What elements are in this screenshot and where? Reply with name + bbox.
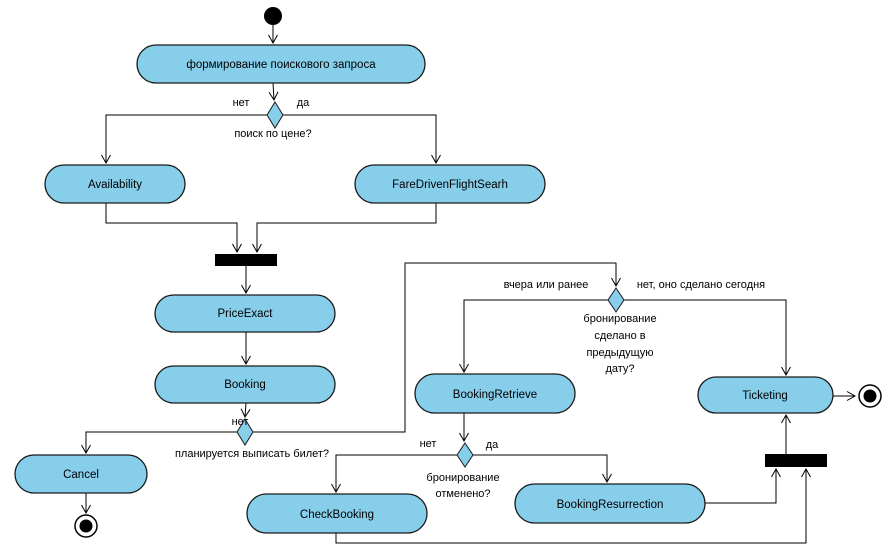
final-node-cancel-dot [79, 519, 93, 533]
decision-booking-prev-date-question-line4: дату? [605, 363, 634, 375]
activity-ticketing-label: Ticketing [742, 390, 788, 402]
fork-join-bar-2[interactable] [765, 454, 827, 467]
decision-booking-prev-date[interactable] [607, 287, 625, 313]
decision-price-search-yes-label: да [297, 97, 310, 109]
activity-availability-label: Availability [88, 179, 142, 191]
fork-join-bar-1[interactable] [215, 254, 277, 266]
edge-booking-resurrection-to-join-bar-2 [705, 467, 781, 504]
activity-availability[interactable] [44, 164, 186, 204]
activity-booking[interactable] [154, 365, 336, 404]
decision-booking-cancelled[interactable] [456, 442, 474, 468]
edge-availability-to-join-bar-1 [105, 203, 242, 254]
decision-ticket-planned-no-label: нет [232, 416, 249, 428]
decision-ticket-planned[interactable] [236, 418, 254, 446]
edge-price-decision-yes-to-fare-driven [283, 114, 441, 165]
activity-check-booking-label: CheckBooking [300, 509, 374, 521]
activity-ticketing[interactable] [697, 376, 834, 414]
decision-booking-cancelled-question-line1: бронирование [426, 472, 499, 484]
activity-price-exact[interactable] [154, 294, 336, 333]
decision-booking-prev-date-left-label: вчера или ранее [504, 279, 589, 291]
decision-booking-prev-date-question-line2: сделано в [594, 330, 645, 342]
decision-booking-prev-date-question-line1: бронирование [583, 313, 656, 325]
decision-booking-prev-date-question-line3: предыдущую [586, 347, 653, 359]
edge-cancelled-decision-yes-to-booking-resurrection [473, 454, 612, 484]
edge-cancelled-decision-no-to-check-booking [331, 454, 457, 494]
activity-booking-resurrection[interactable] [514, 483, 706, 524]
decision-ticket-planned-question: планируется выписать билет? [175, 448, 329, 460]
decision-price-search-question: поиск по цене? [234, 128, 311, 140]
activity-fare-driven-flight-search[interactable] [354, 164, 546, 204]
edge-check-booking-to-join-bar-2 [335, 467, 811, 544]
edge-ticket-decision-yes-to-date-decision [253, 262, 621, 433]
decision-booking-prev-date-right-label: нет, оно сделано сегодня [637, 279, 765, 291]
edge-form-query-to-price-decision [268, 82, 279, 102]
edge-booking-to-ticket-decision [240, 402, 251, 419]
decision-booking-cancelled-no-label: нет [420, 438, 437, 450]
decision-price-search[interactable] [266, 101, 284, 129]
edge-fare-driven-to-join-bar-1 [252, 203, 437, 254]
activity-check-booking[interactable] [246, 493, 428, 534]
activity-booking-resurrection-label: BookingResurrection [557, 499, 664, 511]
decision-booking-cancelled-question-line2: отменено? [435, 488, 490, 500]
activity-booking-retrieve[interactable] [414, 373, 576, 414]
final-node-ticketing-dot [863, 389, 877, 403]
activity-booking-label: Booking [224, 379, 266, 391]
initial-node[interactable] [264, 7, 282, 25]
activity-price-exact-label: PriceExact [218, 308, 274, 320]
activity-cancel[interactable] [14, 454, 148, 494]
activity-booking-retrieve-label: BookingRetrieve [453, 389, 537, 401]
edge-date-decision-to-booking-retrieve [459, 299, 608, 374]
activity-form-search-query-label: формирование поискового запроса [186, 59, 376, 71]
edge-price-decision-no-to-availability [101, 114, 267, 165]
decision-booking-cancelled-yes-label: да [486, 439, 499, 451]
activity-fare-driven-flight-search-label: FareDrivenFlightSearh [392, 179, 508, 191]
activity-cancel-label: Cancel [63, 469, 99, 481]
edge-ticket-decision-no-to-cancel [81, 431, 237, 455]
decision-price-search-no-label: нет [233, 97, 250, 109]
edge-date-decision-to-ticketing [624, 299, 791, 377]
activity-form-search-query[interactable] [136, 44, 426, 84]
